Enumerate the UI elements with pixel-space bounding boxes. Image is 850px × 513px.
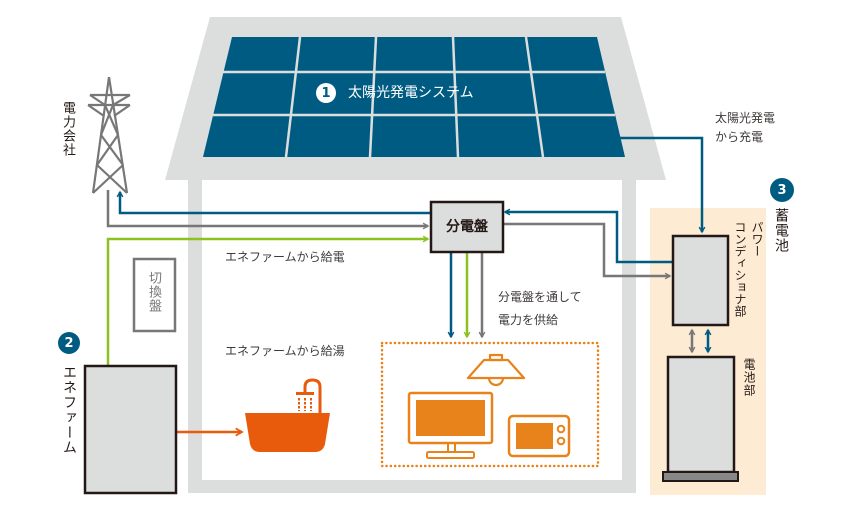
enefarm-power-supply-label: エネファームから給電 <box>225 250 345 264</box>
ceiling-lamp-icon <box>466 353 526 387</box>
battery-base <box>662 471 739 482</box>
solar-panel-icon <box>203 36 625 158</box>
house-left-wall <box>188 180 202 493</box>
flow-solar-to-power-conditioner <box>620 136 702 232</box>
power-conditioner-unit <box>671 234 730 327</box>
house-right-wall <box>622 180 636 493</box>
microwave-icon <box>507 414 571 458</box>
enefarm-hot-water-label: エネファームから給湯 <box>225 344 345 358</box>
switch-board-box <box>132 257 177 333</box>
solar-charge-label-line2: から充電 <box>715 130 764 144</box>
switch-board-label: 切換盤 <box>146 271 161 313</box>
flow-board-to-power-company <box>120 192 431 215</box>
storage-battery-badge: 3 <box>770 178 794 202</box>
enefarm-unit <box>83 364 178 495</box>
power-company-label: 電力会社 <box>60 101 75 157</box>
solar-system-badge: 1 <box>316 83 336 103</box>
panel-col-divider <box>368 36 378 158</box>
supply-via-board-label-line1: 分電盤を通して <box>498 290 582 304</box>
tv-icon <box>407 391 494 459</box>
storage-battery-label: 蓄電池 <box>773 208 789 253</box>
flow-power-company-to-board <box>106 190 428 226</box>
distribution-board-label: 分電盤 <box>446 219 488 235</box>
flow-power-conditioner-to-board <box>505 212 673 264</box>
appliances-area <box>380 341 600 468</box>
power-conditioner-label-line2: コンディショナ部 <box>733 221 747 317</box>
panel-col-divider <box>451 36 460 158</box>
panel-col-divider <box>284 36 302 158</box>
solar-panel-array <box>203 37 625 157</box>
bathtub-icon <box>245 378 330 452</box>
supply-via-board-label-line2: 電力を供給 <box>498 313 559 327</box>
enefarm-badge: 2 <box>58 332 80 354</box>
battery-unit-label: 電池部 <box>742 358 756 397</box>
flow-board-to-power-conditioner <box>503 222 670 276</box>
house-floor <box>188 480 636 493</box>
panel-col-divider <box>524 36 545 158</box>
enefarm-label: エネファーム <box>61 365 77 455</box>
power-conditioner-label-line1: パワー <box>750 221 764 257</box>
distribution-board-box <box>429 200 505 254</box>
solar-system-label: 太陽光発電システム <box>348 85 474 101</box>
solar-charge-label-line1: 太陽光発電 <box>715 111 776 125</box>
flow-enefarm-to-board <box>106 239 428 366</box>
battery-unit <box>666 355 736 474</box>
power-tower-icon <box>87 76 131 194</box>
